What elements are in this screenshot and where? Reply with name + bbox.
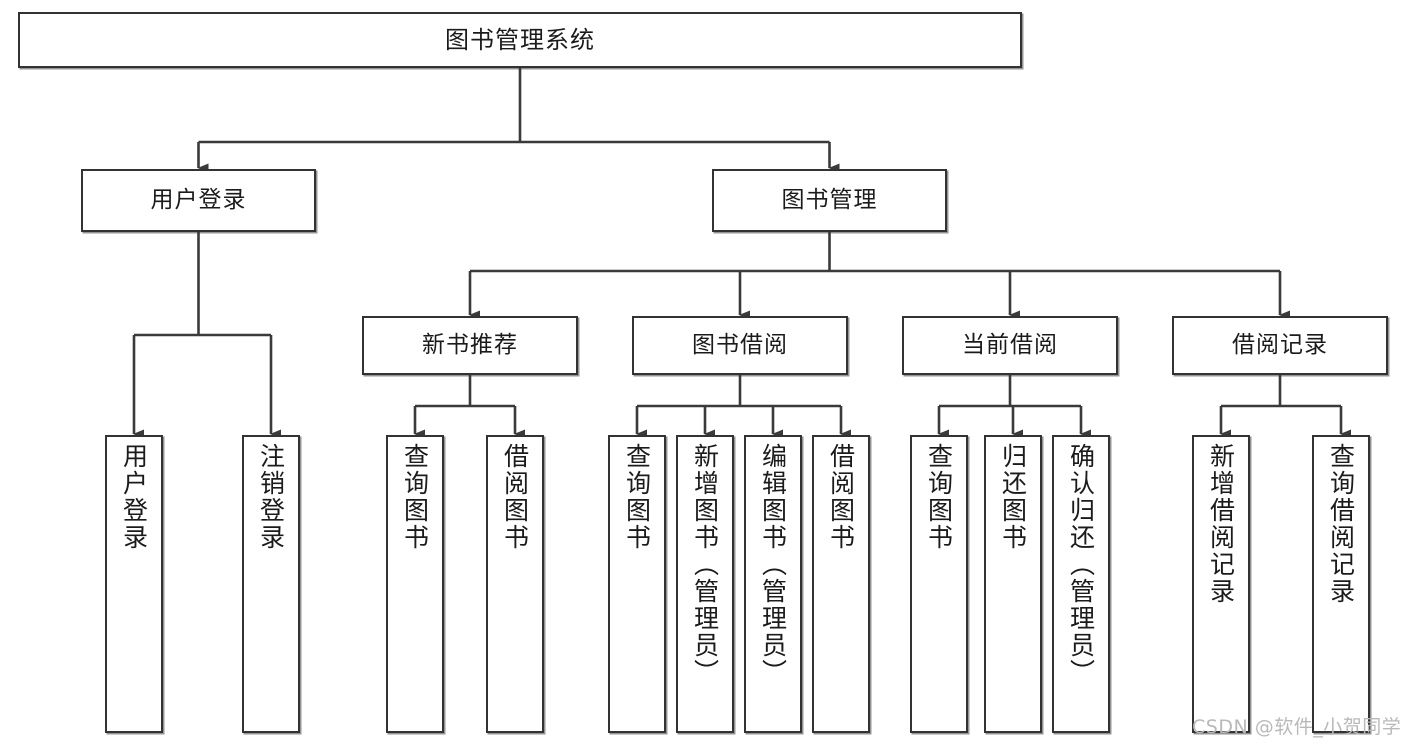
node-label: 查询图书	[400, 443, 430, 551]
node-leaf-borrow-book-1[interactable]: 借阅图书	[486, 435, 544, 733]
node-l3-new-book-rec[interactable]: 新书推荐	[362, 316, 578, 375]
node-l3-borrow-record[interactable]: 借阅记录	[1172, 316, 1388, 375]
node-label: 图书管理	[781, 187, 878, 213]
node-label: 注销登录	[256, 443, 286, 551]
node-leaf-confirm-return[interactable]: 确认归还（管理员）	[1052, 435, 1110, 733]
node-label: 确认归还（管理员）	[1066, 443, 1096, 686]
node-label: 借阅图书	[500, 443, 530, 551]
node-leaf-query-book-1[interactable]: 查询图书	[386, 435, 444, 733]
node-label: 借阅记录	[1232, 332, 1328, 358]
node-label: 归还图书	[998, 443, 1028, 551]
node-leaf-add-book[interactable]: 新增图书（管理员）	[676, 435, 734, 733]
node-label: 新增借阅记录	[1206, 443, 1236, 605]
node-label: 借阅图书	[826, 443, 856, 551]
node-label: 查询图书	[924, 443, 954, 551]
node-label: 图书管理系统	[445, 26, 595, 54]
node-label: 当前借阅	[962, 332, 1058, 358]
node-leaf-return-book[interactable]: 归还图书	[984, 435, 1042, 733]
node-label: 用户登录	[150, 187, 247, 213]
node-l3-book-borrow[interactable]: 图书借阅	[632, 316, 848, 375]
node-leaf-edit-book[interactable]: 编辑图书（管理员）	[744, 435, 802, 733]
node-label: 用户登录	[119, 443, 149, 551]
node-l3-current-borrow[interactable]: 当前借阅	[902, 316, 1118, 375]
node-label: 新书推荐	[422, 332, 518, 358]
node-leaf-query-book-3[interactable]: 查询图书	[910, 435, 968, 733]
node-leaf-borrow-book-2[interactable]: 借阅图书	[812, 435, 870, 733]
node-leaf-query-record[interactable]: 查询借阅记录	[1312, 435, 1370, 733]
node-l2-book-manage[interactable]: 图书管理	[712, 169, 947, 232]
csdn-watermark: CSDN @软件_小贺同学	[1192, 716, 1402, 738]
node-root[interactable]: 图书管理系统	[18, 12, 1022, 68]
node-label: 图书借阅	[692, 332, 788, 358]
node-leaf-add-record[interactable]: 新增借阅记录	[1192, 435, 1250, 733]
node-label: 编辑图书（管理员）	[758, 443, 788, 686]
node-label: 查询图书	[622, 443, 652, 551]
node-leaf-user-logout[interactable]: 注销登录	[242, 435, 300, 733]
node-label: 查询借阅记录	[1326, 443, 1356, 605]
edges	[132, 68, 1351, 439]
node-leaf-user-login[interactable]: 用户登录	[105, 435, 163, 733]
node-label: 新增图书（管理员）	[690, 443, 720, 686]
node-l2-user-login[interactable]: 用户登录	[81, 169, 316, 232]
node-leaf-query-book-2[interactable]: 查询图书	[608, 435, 666, 733]
